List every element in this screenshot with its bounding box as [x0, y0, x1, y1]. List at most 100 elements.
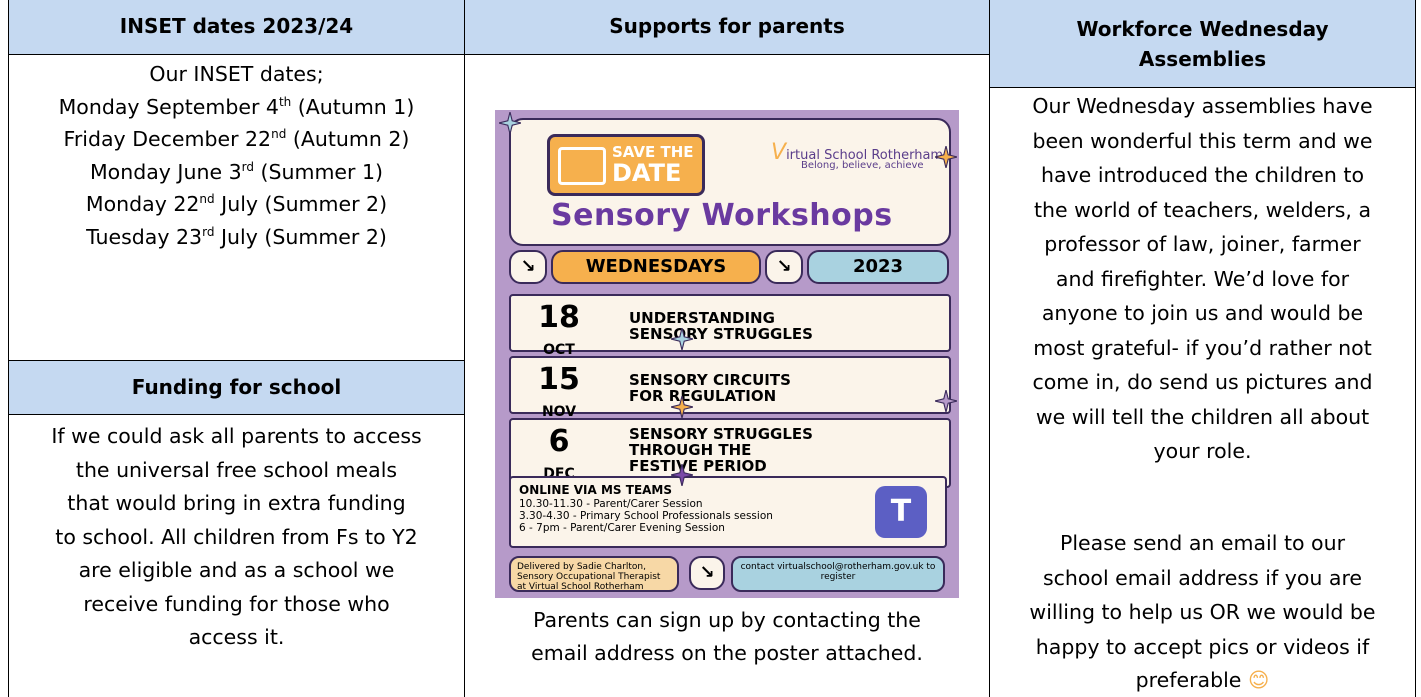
email-line: Please send an email to our: [1059, 531, 1346, 555]
date-text: Monday 22: [85, 192, 200, 216]
assemblies-last-line: preferable 😊: [990, 664, 1415, 697]
date-text: Tuesday 23: [86, 224, 203, 249]
sparkle-icon: [935, 390, 957, 412]
session-month: OCT: [543, 342, 575, 358]
funding-header: Funding for school: [9, 361, 464, 415]
caption-line: Parents can sign up by contacting the: [533, 608, 921, 632]
sparkle-icon: [671, 328, 693, 350]
inset-header-text: INSET dates 2023/24: [119, 14, 354, 38]
inset-date-item: Monday September 4th (Autumn 1): [9, 91, 464, 124]
arrow-glyph: ↘: [520, 256, 536, 277]
session-day: 18: [538, 300, 580, 335]
org-name: Virtual School Rotherham: [771, 140, 943, 165]
arrow-icon: ↘: [765, 250, 803, 284]
date-suffix: nd: [271, 127, 287, 142]
inset-intro: Our INSET dates;: [149, 62, 324, 86]
assemblies-header-line1: Workforce Wednesday: [1076, 17, 1329, 41]
funding-line: are eligible and as a school we: [78, 558, 395, 582]
funding-line: If we could ask all parents to access: [51, 424, 422, 448]
online-line: 3.30-4.30 - Primary School Professionals…: [519, 510, 773, 522]
assemblies-line: anyone to join us and would be: [1041, 301, 1364, 325]
assemblies-line: most grateful- if you’d rather not: [1033, 335, 1372, 360]
assemblies-line: professor of law, joiner, farmer: [1044, 232, 1361, 256]
weekday-pill: WEDNESDAYS: [551, 250, 761, 284]
sparkle-icon: [671, 396, 693, 418]
date-suffix: rd: [202, 224, 215, 239]
poster-top-panel: SAVE THE DATE Virtual School Rotherham B…: [509, 118, 951, 246]
sparkle-icon: [671, 464, 693, 486]
funding-line: access it.: [188, 625, 285, 649]
funding-header-text: Funding for school: [131, 375, 342, 399]
inset-dates: Our INSET dates; Monday September 4th (A…: [9, 55, 464, 253]
session-title-line: THROUGH THE: [629, 441, 752, 459]
ms-teams-icon: T: [875, 486, 927, 538]
assemblies-line: come in, do send us pictures and: [1032, 370, 1373, 394]
session-month: NOV: [541, 404, 577, 420]
arrow-glyph: ↘: [699, 562, 715, 583]
contact-info: contact virtualschool@rotherham.gov.uk t…: [731, 556, 945, 592]
save-the-date-badge: SAVE THE DATE: [547, 134, 705, 196]
term-text: (Autumn 1): [291, 94, 415, 119]
inset-date-item: Monday June 3rd (Summer 1): [9, 156, 464, 189]
org-name-text: irtual School Rotherham: [786, 148, 944, 163]
funding-line: that would bring in extra funding: [67, 491, 406, 515]
inset-date-item: Monday 22nd July (Summer 2): [9, 188, 464, 221]
parents-column: Supports for parents SAVE THE DATE Virtu…: [465, 0, 990, 697]
newsletter-table: INSET dates 2023/24 Our INSET dates; Mon…: [8, 0, 1416, 697]
session-title-line: SENSORY STRUGGLES: [629, 425, 813, 443]
online-line: 6 - 7pm - Parent/Carer Evening Session: [519, 522, 725, 534]
assemblies-line: the world of teachers, welders, a: [1033, 197, 1372, 222]
assemblies-line: your role.: [1153, 439, 1252, 463]
sparkle-icon: [935, 146, 957, 168]
term-text: July (Summer 2): [214, 224, 387, 249]
online-sessions: ONLINE VIA MS TEAMS 10.30-11.30 - Parent…: [509, 476, 947, 548]
session-title-line: FOR REGULATION: [629, 387, 777, 405]
smiley-icon: 😊: [1247, 668, 1270, 692]
arrow-icon: ↘: [509, 250, 547, 284]
inset-date-item: Friday December 22nd (Autumn 2): [9, 123, 464, 156]
inset-column: INSET dates 2023/24 Our INSET dates; Mon…: [9, 0, 465, 697]
assemblies-line: we will tell the children all about: [1035, 404, 1370, 429]
caption-line: email address on the poster attached.: [531, 640, 923, 665]
term-text: (Summer 1): [253, 159, 384, 184]
date-text: Monday September 4: [58, 94, 279, 119]
sensory-workshops-poster: SAVE THE DATE Virtual School Rotherham B…: [495, 110, 959, 598]
term-text: (Autumn 2): [286, 127, 410, 151]
assemblies-column: Workforce Wednesday Assemblies Our Wedne…: [990, 0, 1415, 697]
parents-header: Supports for parents: [465, 0, 989, 55]
session-title-line: SENSORY STRUGGLES: [629, 325, 813, 343]
assemblies-line: and firefighter. We’d love for: [1055, 266, 1350, 291]
term-text: July (Summer 2): [214, 192, 388, 216]
date-text: DATE: [612, 159, 682, 187]
save-text: SAVE THE: [612, 143, 694, 161]
inset-header: INSET dates 2023/24: [9, 0, 464, 55]
delivered-by: Delivered by Sadie Charlton, Sensory Occ…: [509, 556, 679, 592]
year-text: 2023: [852, 256, 904, 277]
parents-header-text: Supports for parents: [609, 14, 845, 38]
teams-letter: T: [890, 494, 912, 529]
org-tagline: Belong, believe, achieve: [801, 160, 924, 171]
session-title-line: UNDERSTANDING: [629, 309, 775, 327]
date-text: Friday December 22: [63, 127, 272, 151]
inset-date-list: Monday September 4th (Autumn 1)Friday De…: [9, 91, 464, 254]
assemblies-line: have introduced the children to: [1041, 163, 1364, 187]
year-pill: 2023: [807, 250, 949, 284]
calendar-icon: [558, 147, 606, 185]
assemblies-header-line2: Assemblies: [1138, 47, 1267, 71]
poster-title: Sensory Workshops: [551, 198, 893, 233]
online-line: 10.30-11.30 - Parent/Carer Session: [519, 498, 703, 510]
email-line: happy to accept pics or videos if: [1035, 634, 1370, 659]
weekday-text: WEDNESDAYS: [585, 256, 727, 277]
funding-line: to school. All children from Fs to Y2: [55, 524, 418, 549]
poster-caption: Parents can sign up by contacting the ema…: [465, 604, 989, 669]
date-suffix: th: [278, 94, 292, 109]
session-day: 6: [548, 424, 570, 459]
